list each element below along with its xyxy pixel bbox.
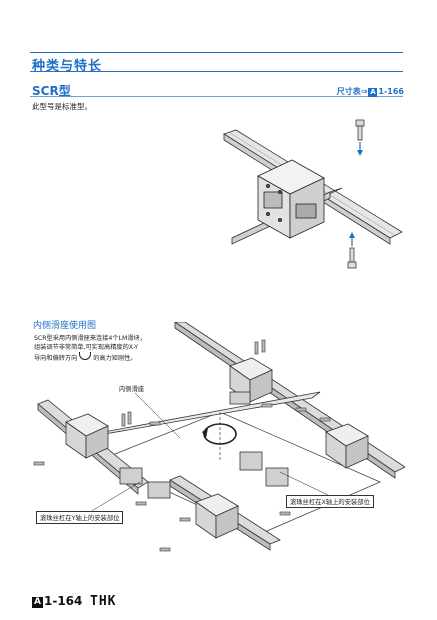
usage-paragraph: SCR型采用内侧滑座来连接4个LM滑块， 组装调节非常简单,可实现高精度的X-Y…: [34, 334, 174, 363]
section-title: 种类与特长: [32, 59, 103, 74]
usage-line-3b: 的高力矩刚性。: [93, 355, 137, 362]
size-ref-box: A: [368, 88, 378, 97]
section-rule: [30, 71, 403, 72]
usage-line-2: 组装调节非常简单,可实现高精度的X-Y: [34, 344, 138, 351]
thk-logo: THK: [90, 594, 117, 609]
usage-line-3: 导向和偏转方向 的高力矩刚性。: [34, 352, 174, 363]
callout-y-axis-screw: 滚珠丝杠在Y轴上的安装部位: [36, 511, 124, 524]
model-rule: [30, 96, 403, 97]
usage-line-1: SCR型采用内侧滑座来连接4个LM滑块，: [34, 335, 146, 342]
usage-title: 内侧滑座使用图: [33, 321, 97, 331]
page-number-text: 1-164: [44, 594, 83, 608]
xy-table-illustration: [33, 322, 405, 552]
model-description: 此型号是标准型。: [32, 102, 92, 111]
size-ref-label: 尺寸表⇒: [336, 87, 368, 96]
callout-inner-slider: 内侧滑座: [118, 384, 146, 393]
cross-slide-illustration: [223, 119, 403, 269]
top-rule: [30, 52, 403, 53]
model-name: SCR型: [32, 84, 71, 98]
usage-line-3a: 导向和偏转方向: [34, 355, 78, 362]
callout-x-axis-screw: 滚珠丝杠在X轴上的安装部位: [286, 495, 374, 508]
page-box: A: [32, 597, 43, 608]
size-ref-page: 1-166: [378, 87, 404, 96]
